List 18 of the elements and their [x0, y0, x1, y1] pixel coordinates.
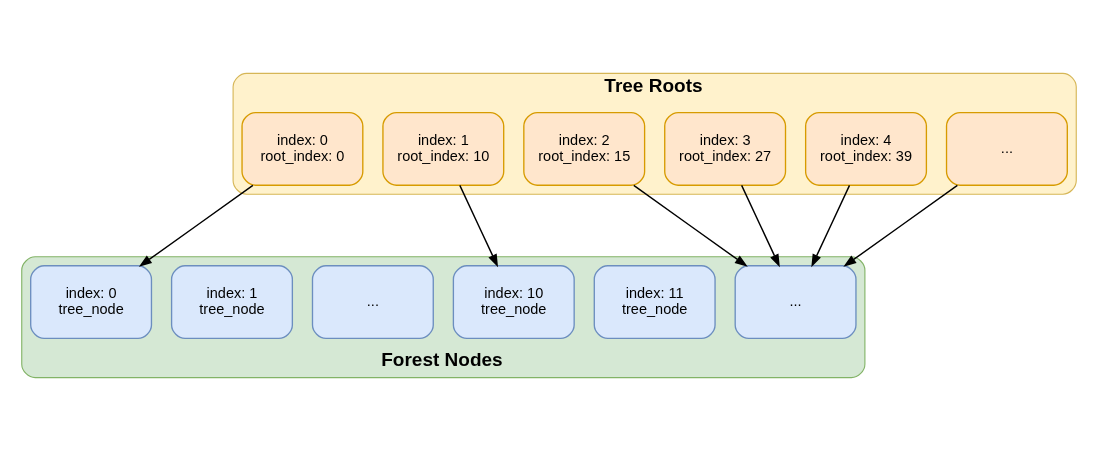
arrow: [633, 184, 748, 267]
node-box: index: 2 root_index: 15: [523, 111, 646, 186]
node-box: index: 1 tree_node: [170, 264, 294, 339]
node-box: index: 1 root_index: 10: [382, 111, 505, 186]
node-box: index: 11 tree_node: [593, 264, 716, 339]
arrow: [740, 184, 780, 267]
node-box: ...: [734, 264, 857, 339]
node-box: ...: [945, 111, 1068, 186]
arrow: [138, 184, 254, 267]
node-box: index: 0 tree_node: [30, 264, 153, 339]
arrow: [843, 184, 959, 267]
node-box: index: 0 root_index: 0: [241, 111, 364, 186]
arrow: [811, 184, 851, 267]
node-box: index: 4 root_index: 39: [804, 111, 928, 186]
node-box: ...: [311, 264, 434, 339]
arrow: [459, 184, 499, 267]
node-box: index: 10 tree_node: [452, 264, 575, 339]
node-box: index: 3 root_index: 27: [664, 111, 787, 186]
